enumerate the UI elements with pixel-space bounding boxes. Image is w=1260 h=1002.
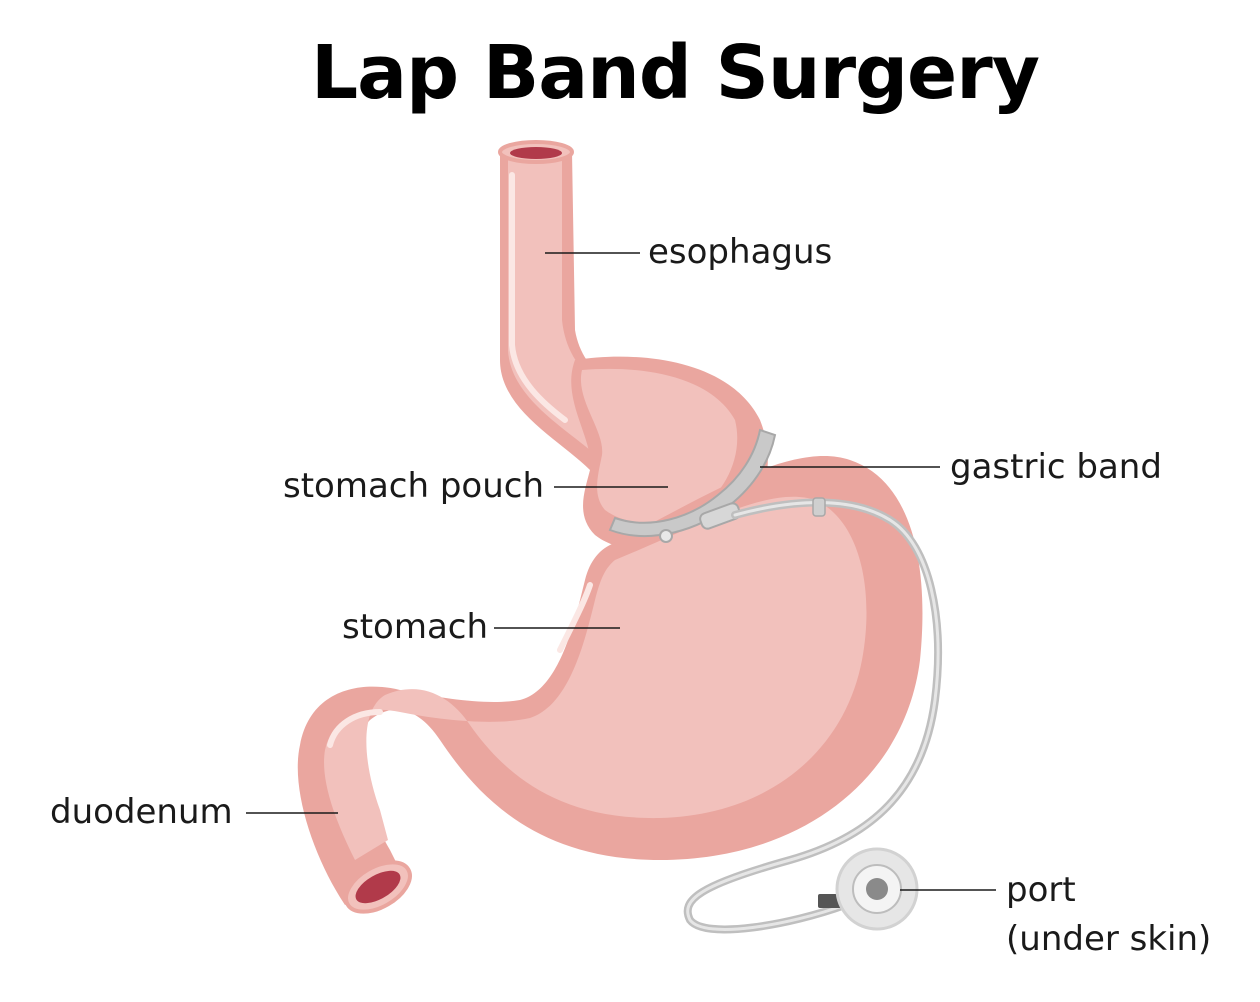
port-tube-shape: [683, 497, 942, 934]
stomach-label: stomach: [342, 607, 489, 647]
diagram-title: Lap Band Surgery: [311, 30, 1040, 116]
esophagus-label: esophagus: [648, 232, 833, 272]
port-sublabel: (under skin): [1006, 919, 1212, 959]
esophagus-shape: [498, 140, 700, 482]
port-label: port: [1006, 870, 1076, 910]
duodenum-label: duodenum: [50, 792, 233, 832]
gastric-band-label: gastric band: [950, 447, 1162, 487]
gastric-band-shape: [608, 428, 777, 543]
leader-lines: [246, 252, 996, 891]
stomach-shape: [297, 456, 923, 914]
stomach-pouch-label: stomach pouch: [283, 466, 545, 506]
